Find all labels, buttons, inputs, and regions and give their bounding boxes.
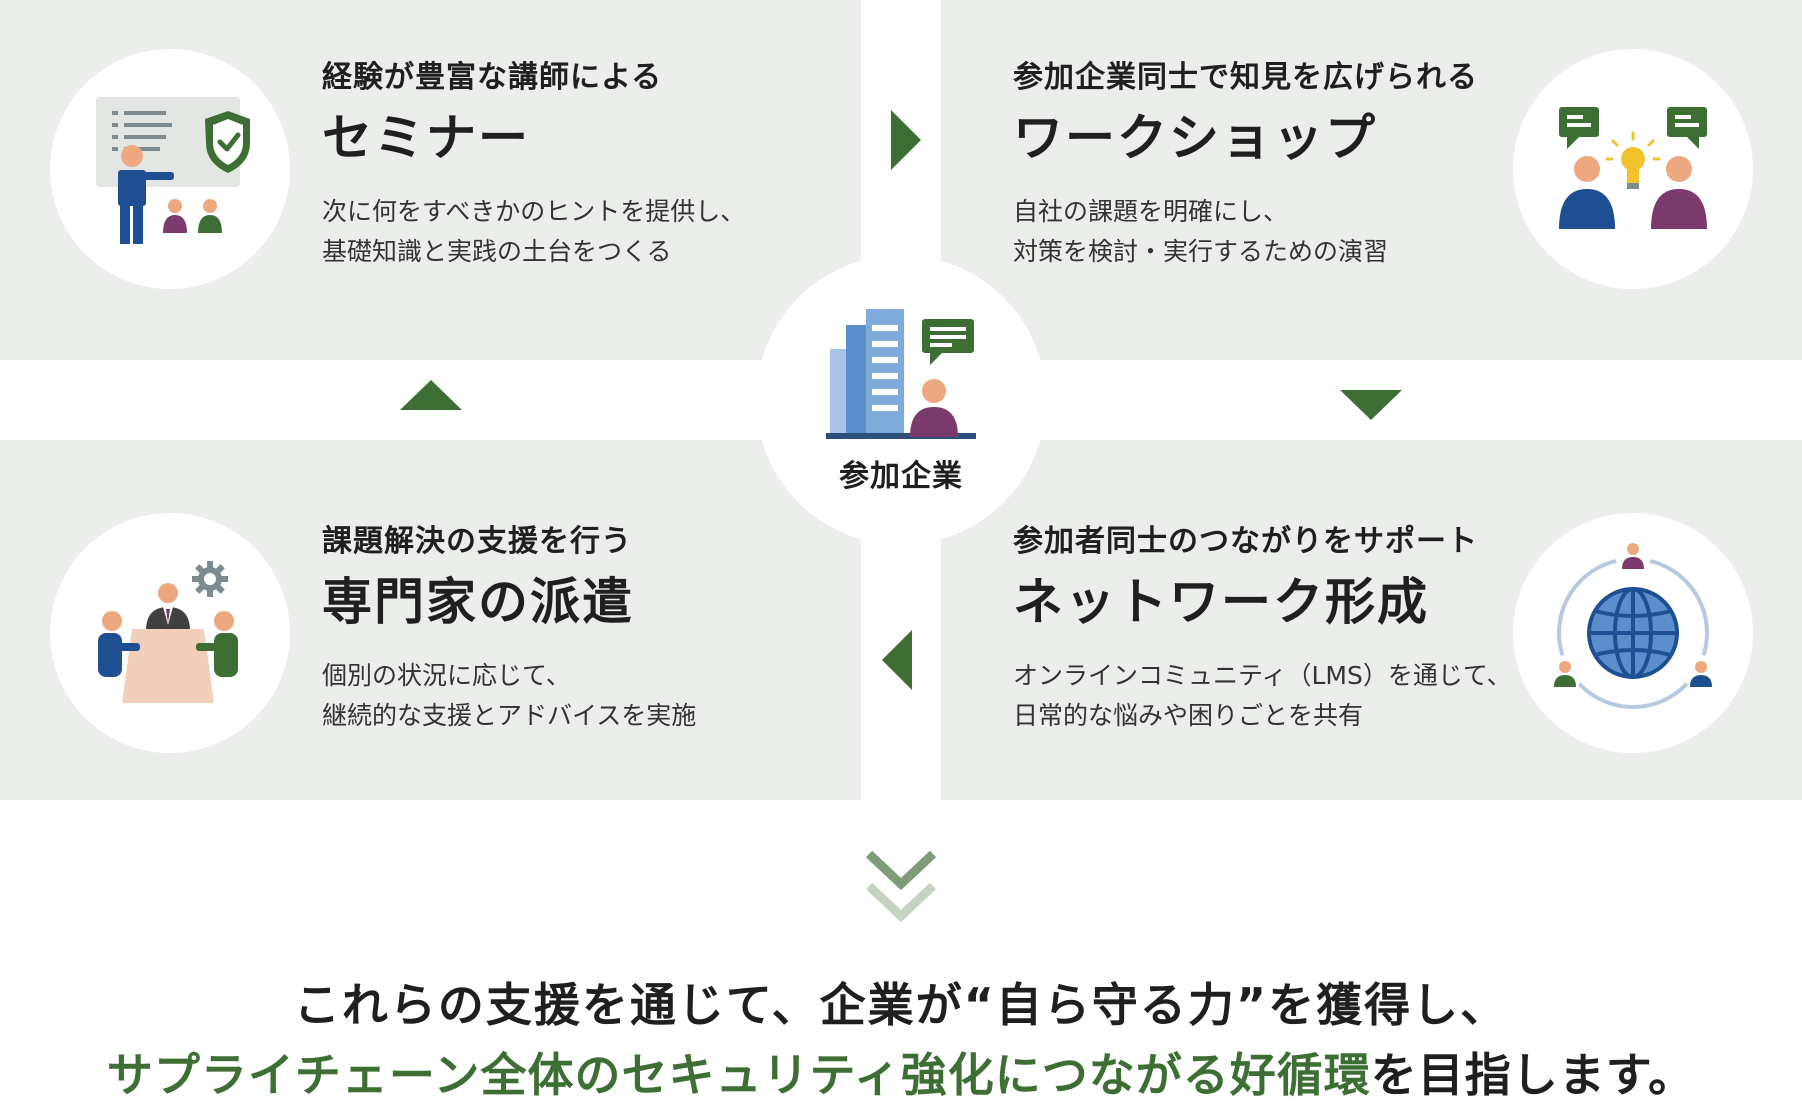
workshop-subtitle: 参加企業同士で知見を広げられる (1013, 60, 1478, 95)
workshop-description: 自社の課題を明確にし、 対策を検討・実行するための演習 (1013, 192, 1493, 272)
conclusion-line2: サプライチェーン全体のセキュリティ強化につながる好循環を目指します。 (0, 1045, 1802, 1105)
seminar-title: セミナー (322, 109, 530, 167)
seminar-presenter-icon (96, 97, 250, 244)
expert-icon-circle (50, 513, 290, 753)
expert-subtitle: 課題解決の支援を行う (322, 524, 632, 559)
workshop-discussion-icon (1559, 107, 1707, 229)
expert-meeting-icon (98, 561, 238, 703)
arrow-right-icon (891, 110, 921, 170)
arrow-left-icon (882, 630, 912, 690)
workshop-desc-line2: 対策を検討・実行するための演習 (1013, 237, 1389, 266)
workshop-desc-line1: 自社の課題を明確にし、 (1013, 197, 1289, 226)
workshop-icon-circle (1513, 49, 1753, 289)
center-label: 参加企業 (839, 459, 963, 494)
network-desc-line1: オンラインコミュニティ（LMS）を通じて、 (1013, 661, 1512, 690)
company-building-icon (826, 309, 976, 439)
seminar-description: 次に何をすべきかのヒントを提供し、 基礎知識と実践の土台をつくる (322, 192, 762, 272)
seminar-text: 経験が豊富な講師による セミナー 次に何をすべきかのヒントを提供し、 基礎知識と… (322, 58, 762, 272)
expert-desc-line1: 個別の状況に応じて、 (322, 661, 571, 690)
seminar-panel: 経験が豊富な講師による セミナー 次に何をすべきかのヒントを提供し、 基礎知識と… (0, 0, 861, 360)
network-title: ネットワーク形成 (1013, 573, 1429, 631)
workshop-title: ワークショップ (1013, 109, 1377, 167)
network-panel: 参加者同士のつながりをサポート ネットワーク形成 オンラインコミュニティ（LMS… (941, 440, 1802, 800)
seminar-desc-line2: 基礎知識と実践の土台をつくる (322, 237, 672, 266)
network-description: オンラインコミュニティ（LMS）を通じて、 日常的な悩みや困りごとを共有 (1013, 656, 1513, 736)
network-subtitle: 参加者同士のつながりをサポート (1013, 524, 1478, 559)
expert-desc-line2: 継続的な支援とアドバイスを実施 (322, 701, 697, 730)
seminar-icon-circle (50, 49, 290, 289)
expert-title: 専門家の派遣 (322, 573, 634, 631)
network-desc-line2: 日常的な悩みや困りごとを共有 (1013, 701, 1364, 730)
network-text: 参加者同士のつながりをサポート ネットワーク形成 オンラインコミュニティ（LMS… (1013, 522, 1513, 736)
center-participants-circle: 参加企業 (756, 255, 1046, 545)
arrow-down-icon (1340, 390, 1402, 420)
expert-description: 個別の状況に応じて、 継続的な支援とアドバイスを実施 (322, 656, 762, 736)
arrow-up-icon (400, 380, 462, 410)
network-globe-icon (1547, 537, 1719, 709)
seminar-desc-line1: 次に何をすべきかのヒントを提供し、 (322, 197, 746, 226)
conclusion-highlight: サプライチェーン全体のセキュリティ強化につながる好循環 (106, 1048, 1371, 1102)
network-icon-circle (1513, 513, 1753, 753)
seminar-subtitle: 経験が豊富な講師による (322, 60, 663, 95)
conclusion: これらの支援を通じて、企業が“自ら守る力”を獲得し、 サプライチェーン全体のセキ… (0, 975, 1802, 1105)
workshop-text: 参加企業同士で知見を広げられる ワークショップ 自社の課題を明確にし、 対策を検… (1013, 58, 1493, 272)
workshop-panel: 参加企業同士で知見を広げられる ワークショップ 自社の課題を明確にし、 対策を検… (941, 0, 1802, 360)
conclusion-line2-rest: を目指します。 (1370, 1048, 1696, 1102)
expert-panel: 課題解決の支援を行う 専門家の派遣 個別の状況に応じて、 継続的な支援とアドバイ… (0, 440, 861, 800)
double-chevron-down-icon (865, 850, 937, 923)
expert-text: 課題解決の支援を行う 専門家の派遣 個別の状況に応じて、 継続的な支援とアドバイ… (322, 522, 762, 736)
conclusion-line1: これらの支援を通じて、企業が“自ら守る力”を獲得し、 (293, 978, 1509, 1032)
